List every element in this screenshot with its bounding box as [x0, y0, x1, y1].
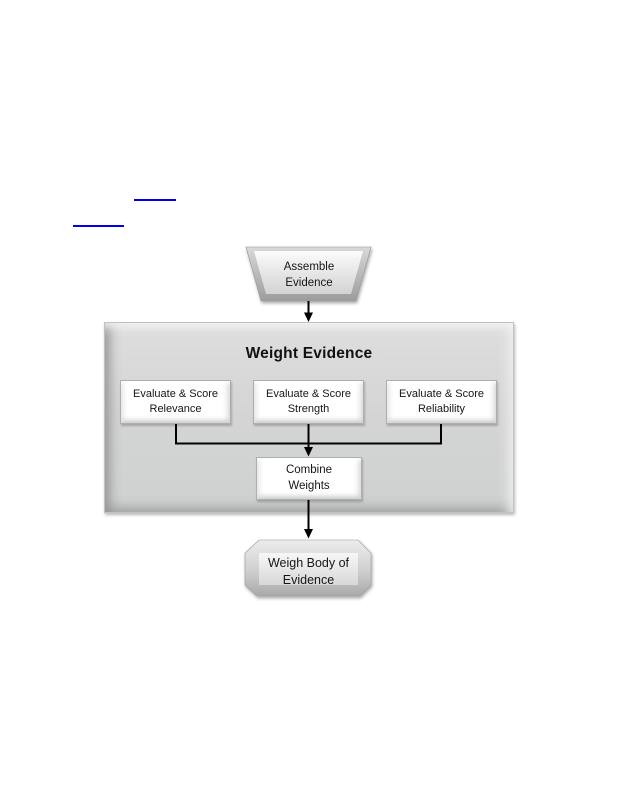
weigh-body-shape	[244, 539, 372, 597]
node-label-line1: Evaluate & Score	[266, 387, 351, 400]
hyperlink-underline-2[interactable]	[73, 225, 124, 227]
connector-assemble-to-panel	[304, 301, 313, 322]
node-evaluate-reliability: Evaluate & Score Reliability	[386, 380, 497, 424]
node-label: Evaluate & Score Strength	[266, 387, 351, 418]
node-label-line1: Evaluate & Score	[133, 387, 218, 400]
node-label: Evaluate & Score Reliability	[399, 387, 484, 418]
node-evaluate-relevance: Evaluate & Score Relevance	[120, 380, 231, 424]
panel-title: Weight Evidence	[245, 345, 373, 362]
node-combine-weights: Combine Weights	[256, 457, 362, 500]
assemble-evidence-label: Assemble Evidence	[246, 259, 372, 291]
assemble-label-line2: Evidence	[285, 277, 333, 289]
node-label-line2: Relevance	[149, 403, 202, 415]
node-label: Combine Weights	[286, 463, 332, 494]
weigh-body-label: Weigh Body of Evidence	[245, 555, 372, 589]
weigh-body-label-line2: Evidence	[282, 573, 335, 587]
node-label-line1: Evaluate & Score	[399, 387, 484, 400]
node-evaluate-strength: Evaluate & Score Strength	[253, 380, 364, 424]
node-label: Evaluate & Score Relevance	[133, 387, 218, 418]
weigh-body-label-line1: Weigh Body of	[267, 556, 350, 570]
assemble-label-line1: Assemble	[283, 261, 335, 273]
hyperlink-underline-1[interactable]	[134, 199, 176, 201]
node-label-line2: Weights	[288, 479, 330, 492]
node-label-line2: Reliability	[417, 403, 466, 415]
assemble-evidence-shape	[245, 246, 372, 302]
node-label-line2: Strength	[287, 403, 330, 415]
node-label-line1: Combine	[285, 464, 333, 476]
